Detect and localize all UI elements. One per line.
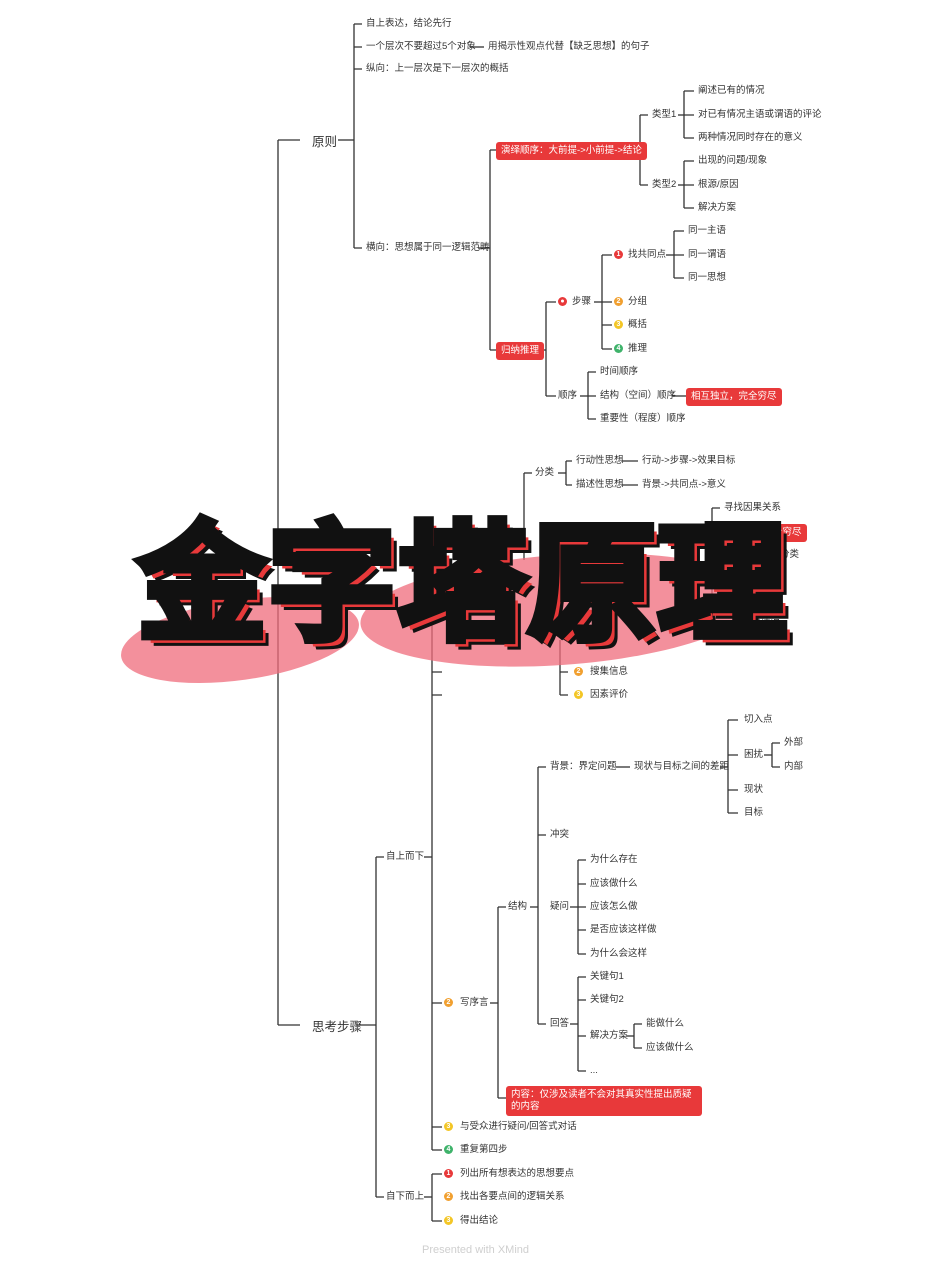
bottom-up-item: 得出结论 <box>460 1215 499 1226</box>
deduction-tag: 演绎顺序：大前提->小前提->结论 <box>496 142 647 160</box>
number-2-icon: 2 <box>444 998 453 1007</box>
external-label: 外部 <box>784 737 804 748</box>
gap-label: 现状与目标之间的差距 <box>634 761 730 772</box>
content-tag: 内容：仅涉及读者不会对其真实性提出质疑的内容 <box>506 1086 702 1116</box>
type2-item: 解决方案 <box>698 202 737 213</box>
step1-item: 同一思想 <box>688 272 727 283</box>
page-title: 金字塔原理 <box>134 507 789 663</box>
title-overlay: 金字塔原理 <box>120 505 820 695</box>
order-item: 重要性（程度）顺序 <box>600 413 686 424</box>
number-4-icon: 4 <box>614 344 623 353</box>
structure-label: 结构 <box>508 901 528 912</box>
trouble-label: 困扰 <box>744 749 764 760</box>
qa-dialog: 与受众进行疑问/回答式对话 <box>460 1121 577 1132</box>
number-1-icon: 1 <box>444 1169 453 1178</box>
step4-label: 推理 <box>628 343 648 354</box>
target-label: 目标 <box>744 807 764 818</box>
question-item: 为什么会这样 <box>590 948 648 959</box>
brush-stroke-decoration <box>121 553 760 683</box>
question-item: 是否应该这样做 <box>590 924 657 935</box>
steps-bullet-icon: ● <box>558 297 567 306</box>
now-label: 现状 <box>744 784 764 795</box>
number-3-icon: 3 <box>444 1216 453 1225</box>
describe-thought-sub: 背景->共同点->意义 <box>642 479 726 490</box>
solution-label: 解决方案 <box>590 1030 629 1041</box>
number-4-icon: 4 <box>444 1145 453 1154</box>
mece-tag: 相互独立，完全穷尽 <box>686 388 782 406</box>
type1-item: 对已有情况主语或谓语的评论 <box>698 109 822 120</box>
bottom-up-item: 找出各要点间的逻辑关系 <box>460 1191 565 1202</box>
number-3-icon: 3 <box>574 690 583 699</box>
action-thought-sub: 行动->步骤->效果目标 <box>642 455 736 466</box>
step1-item: 同一主语 <box>688 225 727 236</box>
solution-item: 能做什么 <box>646 1018 685 1029</box>
collect-info: 搜集信息 <box>590 666 629 677</box>
induction-tag: 归纳推理 <box>496 342 545 360</box>
repeat-step-four: 重复第四步 <box>460 1144 508 1155</box>
entry-point: 切入点 <box>744 714 773 725</box>
question-item: 为什么存在 <box>590 854 638 865</box>
evaluate-factors: 因素评价 <box>590 689 629 700</box>
past-situation: 过去情况 <box>742 596 781 607</box>
bottom-up-item: 列出所有想表达的思想要点 <box>460 1168 575 1179</box>
describe-thought: 描述性思想 <box>576 479 624 490</box>
action-thought: 行动性思想 <box>576 455 624 466</box>
similar-classify: 按相似性分类 <box>742 549 800 560</box>
principle-item-max-five-sub: 用揭示性观点代替【缺乏思想】的句子 <box>488 41 650 52</box>
step1-label: 找共同点 <box>628 249 667 260</box>
background-label: 背景：界定问题 <box>550 761 617 772</box>
number-1-icon: 1 <box>614 250 623 259</box>
find-cause: 寻找因果关系 <box>724 502 782 513</box>
top-down-label: 自上而下 <box>386 851 425 862</box>
key-sentence-1: 关键句1 <box>590 971 624 982</box>
key-sentence-2: 关键句2 <box>590 994 624 1005</box>
principle-item-horizontal: 横向：思想属于同一逻辑范畴 <box>366 242 490 253</box>
principle-node: 原则 <box>312 135 338 149</box>
mece-partial-tag: 独立，完全穷尽 <box>730 524 807 542</box>
order-label: 顺序 <box>558 390 578 401</box>
answer-label: 回答 <box>550 1018 570 1029</box>
steps-label: 步骤 <box>572 296 592 307</box>
order-item: 时间顺序 <box>600 366 639 377</box>
classify-label: 分类 <box>535 467 555 478</box>
internal-label: 内部 <box>784 761 804 772</box>
type2-label: 类型2 <box>652 179 677 190</box>
principle-item-max-five: 一个层次不要超过5个对象 <box>366 41 476 52</box>
number-3-icon: 3 <box>444 1122 453 1131</box>
write-preface: 写序言 <box>460 997 489 1008</box>
type1-item: 两种情况同时存在的意义 <box>698 132 803 143</box>
number-3-icon: 3 <box>614 320 623 329</box>
solution-item: 应该做什么 <box>646 1042 694 1053</box>
number-2-icon: 2 <box>444 1192 453 1201</box>
type1-label: 类型1 <box>652 109 677 120</box>
xmind-watermark: Presented with XMind <box>422 1244 529 1256</box>
question-item: 应该做什么 <box>590 878 638 889</box>
order-item: 结构（空间）顺序 <box>600 390 677 401</box>
question-label: 疑问 <box>550 901 570 912</box>
conflict-label: 冲突 <box>550 829 570 840</box>
step2-label: 分组 <box>628 296 648 307</box>
thinking-steps-node: 思考步骤 <box>312 1020 363 1034</box>
principle-item-conclusion-first: 自上表达，结论先行 <box>366 18 452 29</box>
principle-item-vertical: 纵向：上一层次是下一层次的概括 <box>366 63 509 74</box>
question-item: 应该怎么做 <box>590 901 638 912</box>
type1-item: 阐述已有的情况 <box>698 85 765 96</box>
number-2-icon: 2 <box>614 297 623 306</box>
answer-more: ... <box>590 1065 598 1076</box>
number-2-icon: 2 <box>574 667 583 676</box>
type2-item: 出现的问题/现象 <box>698 155 768 166</box>
step1-item: 同一谓语 <box>688 249 727 260</box>
step3-label: 概括 <box>628 319 648 330</box>
goal-situation: 目标情况 <box>742 619 781 630</box>
type2-item: 根源/原因 <box>698 179 739 190</box>
status-label: 现状 <box>742 572 762 583</box>
bottom-up-label: 自下而上 <box>386 1191 425 1202</box>
